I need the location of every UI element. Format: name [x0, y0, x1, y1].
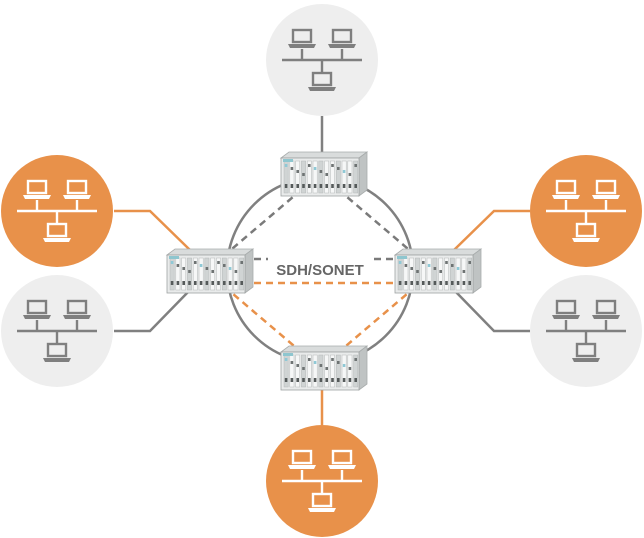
node-top-rack-icon	[279, 151, 369, 197]
lan-right-bottom	[530, 275, 642, 387]
ring-label: SDH/SONET	[276, 262, 364, 279]
lan-left-bottom	[1, 275, 113, 387]
laptop-icon	[552, 299, 580, 319]
laptop-icon	[572, 342, 600, 362]
laptop-icon	[552, 179, 580, 199]
lan-top	[266, 4, 378, 116]
laptop-icon	[572, 222, 600, 242]
laptop-icon	[23, 179, 51, 199]
nodes-layer	[165, 151, 483, 391]
node-left-rack-icon	[165, 248, 255, 294]
ring-label-bg	[268, 257, 372, 281]
laptop-icon	[592, 179, 620, 199]
laptop-icon	[288, 28, 316, 48]
lan-left-top	[1, 155, 113, 267]
node-bottom-rack-icon	[279, 345, 369, 391]
laptop-icon	[288, 449, 316, 469]
laptop-icon	[592, 299, 620, 319]
laptop-icon	[43, 222, 71, 242]
lan-right-bottom-connector	[453, 289, 530, 333]
lan-right-top-connector	[453, 209, 530, 251]
lan-left-bottom-connector	[114, 289, 191, 333]
laptop-icon	[328, 28, 356, 48]
laptop-icon	[63, 299, 91, 319]
laptop-icon	[23, 299, 51, 319]
lan-right-top	[530, 155, 642, 267]
laptop-icon	[63, 179, 91, 199]
laptop-icon	[308, 71, 336, 91]
lans-layer	[1, 4, 642, 537]
lan-left-top-connector	[114, 209, 191, 251]
laptop-icon	[308, 492, 336, 512]
lan-bottom	[266, 425, 378, 537]
node-right-rack-icon	[393, 248, 483, 294]
laptop-icon	[328, 449, 356, 469]
laptop-icon	[43, 342, 71, 362]
